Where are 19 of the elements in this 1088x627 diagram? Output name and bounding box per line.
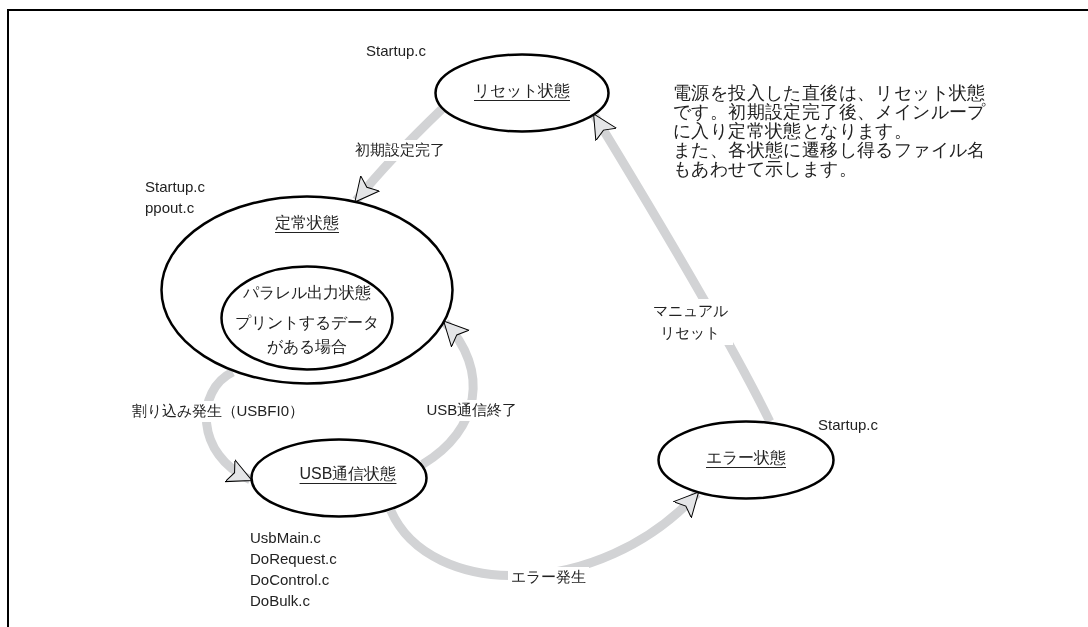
file-name: Startup.c (366, 41, 427, 61)
block-arrow (420, 319, 478, 468)
file-name: DoRequest.c (250, 549, 337, 569)
note-text: 電源を投入した直後は、リセット状態です。初期設定完了後、メインループに入り定常状態となります。 (673, 84, 987, 141)
block-arrow (590, 113, 774, 424)
state-name: リセット状態 (474, 81, 570, 101)
file-name: Startup.c (145, 177, 206, 197)
file-name: UsbMain.c (250, 528, 321, 548)
file-name: ppout.c (145, 198, 195, 218)
file-name: Startup.c (818, 415, 879, 435)
block-arrow (352, 106, 445, 204)
state-name: 定常状態 (275, 213, 339, 233)
note-text: また、各状態に遷移し得るファイル名もあわせて示します。 (673, 141, 987, 179)
state-name: パラレル出力状態 (243, 283, 371, 303)
file-name: DoBulk.c (250, 591, 311, 611)
state-description: プリントするデータがある場合 (234, 313, 380, 357)
state-name: エラー状態 (706, 448, 786, 468)
file-name: DoControl.c (250, 570, 330, 590)
state-name: USB通信状態 (299, 464, 397, 484)
